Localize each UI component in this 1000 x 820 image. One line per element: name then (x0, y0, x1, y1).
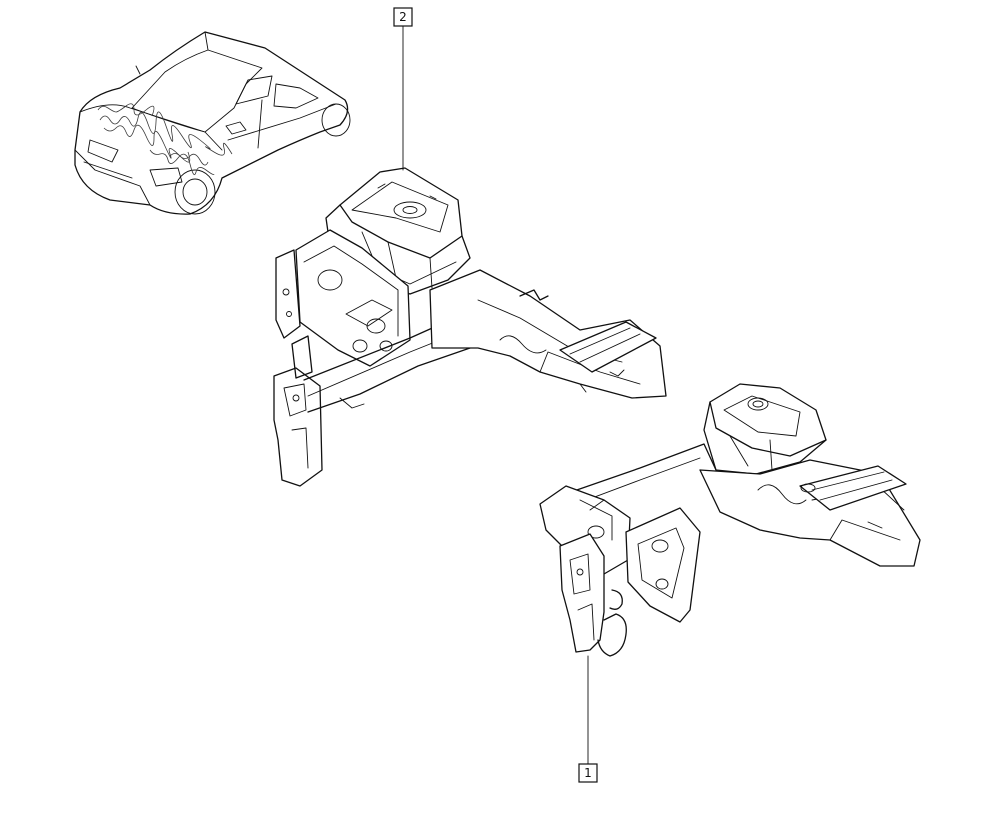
callout-1-label: 1 (584, 766, 592, 780)
car-location-thumbnail (74, 31, 351, 215)
callout-2: 2 (393, 7, 413, 171)
callout-1: 1 (578, 655, 598, 783)
part-2-front-side-member-assembly (273, 167, 667, 487)
callout-2-label: 2 (399, 10, 407, 24)
part-1-front-side-member-assembly (539, 383, 921, 657)
